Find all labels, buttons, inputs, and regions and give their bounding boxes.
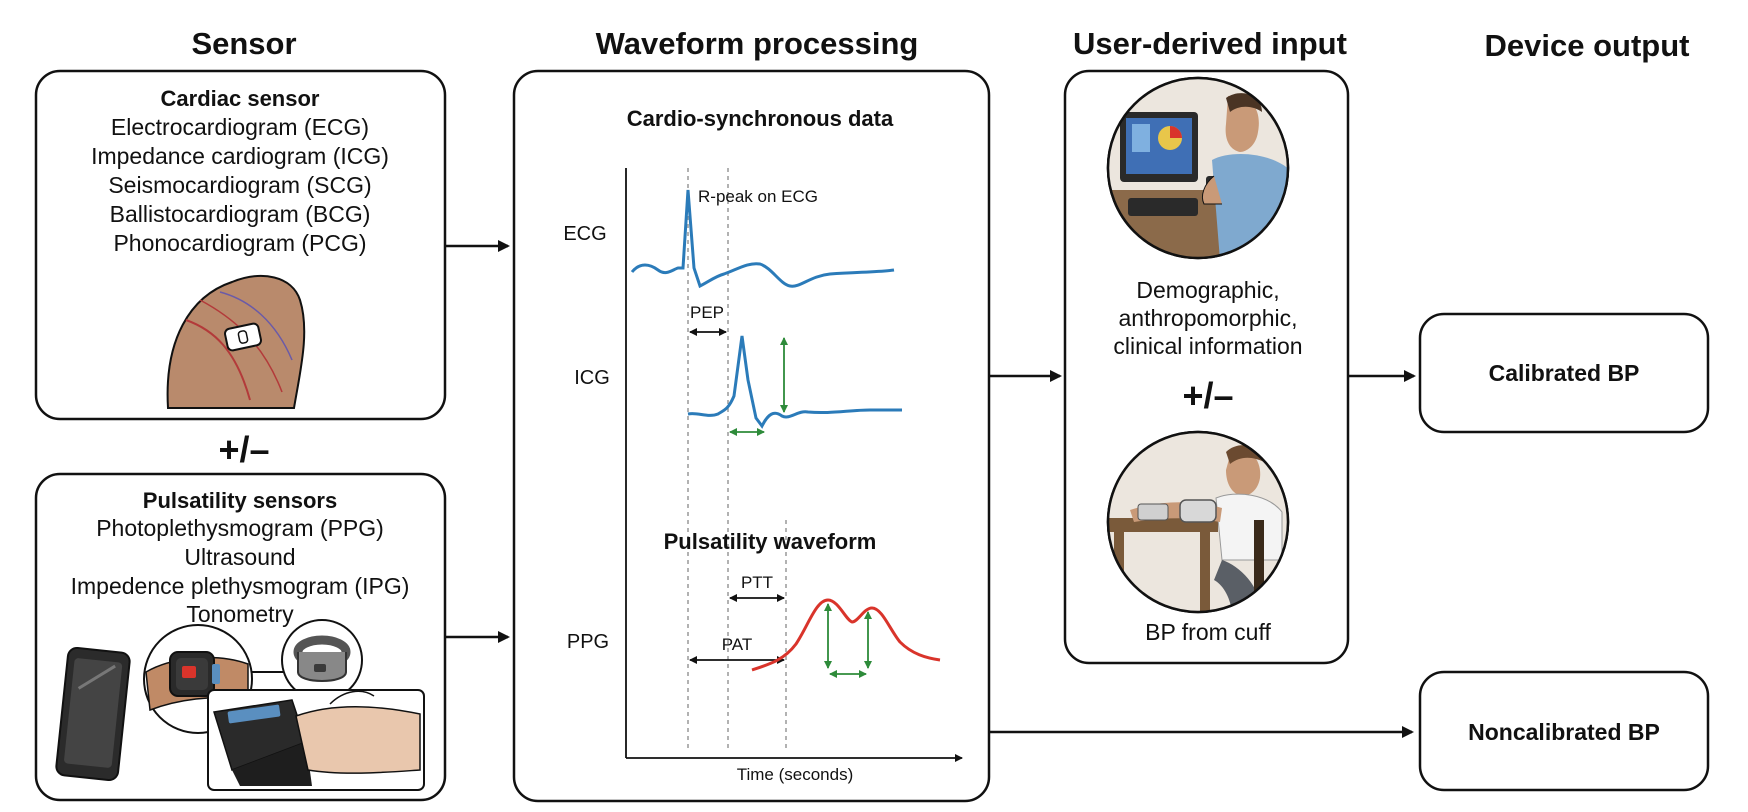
- pulsatility-item-ultrasound: Ultrasound: [184, 544, 295, 570]
- pulsatility-sensors-box: Pulsatility sensors Photoplethysmogram (…: [34, 472, 447, 802]
- pulsatility-waveform-title: Pulsatility waveform: [664, 529, 877, 554]
- ppg-waveform: [751, 598, 941, 672]
- bp-cuff-illustration: [1106, 430, 1290, 614]
- header-user-derived-input: User-derived input: [1073, 26, 1347, 61]
- header-sensor: Sensor: [191, 26, 296, 61]
- smart-ring-icon: [281, 619, 363, 701]
- cardiac-item-bcg: Ballistocardiogram (BCG): [110, 201, 371, 227]
- cardiac-sensor-title: Cardiac sensor: [161, 86, 320, 111]
- ecg-waveform: [630, 189, 895, 289]
- cardiac-item-scg: Seismocardiogram (SCG): [108, 172, 371, 198]
- bp-from-cuff-label: BP from cuff: [1145, 619, 1271, 645]
- noncalibrated-bp-label: Noncalibrated BP: [1468, 719, 1660, 745]
- time-axis-label: Time (seconds): [737, 765, 854, 784]
- rpeak-annotation: R-peak on ECG: [698, 187, 818, 206]
- pulsatility-item-ipg: Impedence plethysmogram (IPG): [71, 573, 410, 599]
- header-waveform-processing: Waveform processing: [596, 26, 919, 61]
- ptt-label: PTT: [741, 573, 773, 592]
- demographic-line-1: Demographic,: [1136, 277, 1279, 303]
- pulsatility-title: Pulsatility sensors: [143, 488, 337, 513]
- cardiac-item-ecg: Electrocardiogram (ECG): [111, 114, 369, 140]
- pep-label: PEP: [690, 303, 724, 322]
- smartphone-icon: [55, 647, 131, 781]
- noncalibrated-bp-box: Noncalibrated BP: [1418, 670, 1710, 792]
- icg-label: ICG: [574, 367, 610, 389]
- smartwatch-icon: [143, 624, 253, 734]
- cardiac-item-pcg: Phonocardiogram (PCG): [113, 230, 366, 256]
- header-device-output: Device output: [1485, 28, 1690, 63]
- pulsatility-item-tonometry: Tonometry: [186, 601, 294, 627]
- calibrated-bp-box: Calibrated BP: [1418, 312, 1710, 434]
- pulsatility-item-ppg: Photoplethysmogram (PPG): [96, 515, 384, 541]
- demographic-line-2: anthropomorphic,: [1119, 305, 1298, 331]
- ecg-label: ECG: [563, 223, 606, 245]
- plus-minus-user-input: +/–: [1182, 375, 1233, 416]
- plus-minus-sensors: +/–: [218, 429, 269, 470]
- ppg-label: PPG: [567, 631, 609, 653]
- cardiac-sensor-box: Cardiac sensor Electrocardiogram (ECG) I…: [34, 69, 447, 421]
- demographic-line-3: clinical information: [1113, 333, 1302, 359]
- cardiac-item-icg: Impedance cardiogram (ICG): [91, 143, 389, 169]
- pulse-oximeter-illustration: [207, 689, 425, 791]
- calibrated-bp-label: Calibrated BP: [1489, 360, 1640, 386]
- waveform-processing-box: Cardio-synchronous data Time (seconds) E…: [512, 69, 991, 803]
- pat-label: PAT: [722, 635, 753, 654]
- icg-waveform: [687, 335, 902, 429]
- cardio-synchronous-title: Cardio-synchronous data: [627, 106, 894, 131]
- user-derived-input-box: Demographic, anthropomorphic, clinical i…: [1063, 69, 1350, 665]
- chest-patch-illustration: [166, 275, 306, 409]
